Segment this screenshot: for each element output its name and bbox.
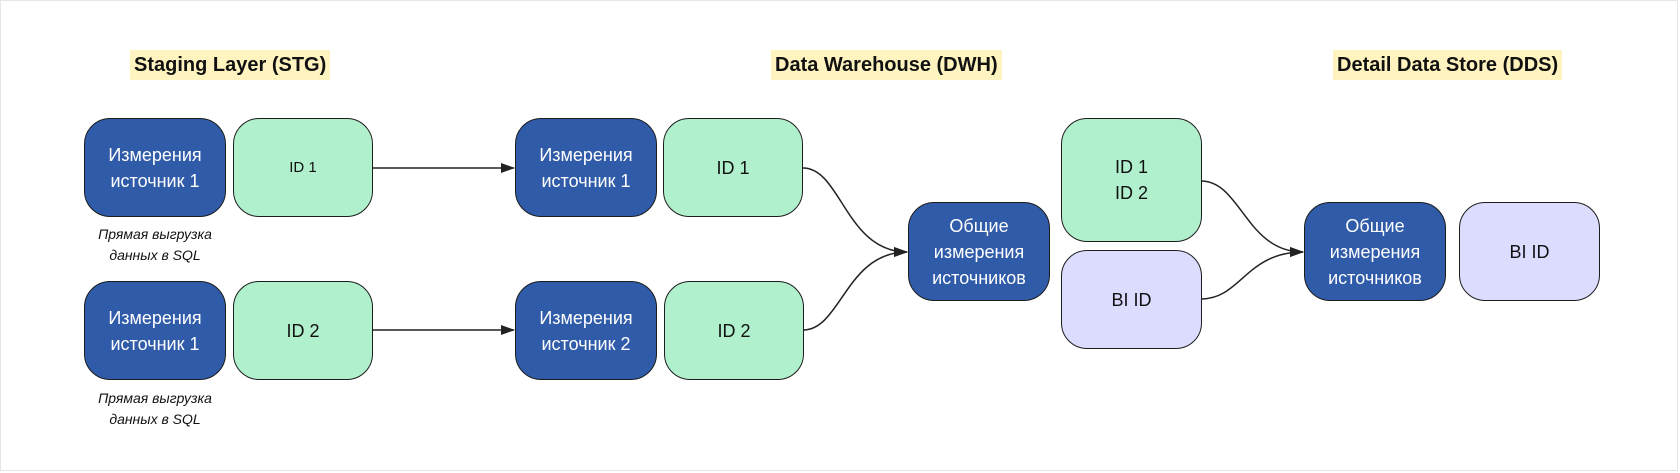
edge-bi-ddscommon xyxy=(1200,247,1304,300)
edge-dwh2-common xyxy=(802,247,908,331)
dds-title: Detail Data Store (DDS) xyxy=(1333,50,1563,80)
dds-common-dim-node[interactable]: Общие измерения источников xyxy=(1304,202,1446,301)
dds-bi-id-node[interactable]: BI ID xyxy=(1459,202,1600,301)
dwh-dim-node-2[interactable]: Измерения источник 2 xyxy=(515,281,657,380)
stg-note-2: Прямая выгрузка данных в SQL xyxy=(98,390,212,427)
edge-ids-ddscommon xyxy=(1200,180,1304,257)
dwh-common-dim-node[interactable]: Общие измерения источников xyxy=(908,202,1050,301)
dwh-dim-node-1[interactable]: Измерения источник 1 xyxy=(515,118,657,217)
dwh-title: Data Warehouse (DWH) xyxy=(771,50,1002,80)
dwh-bi-id-node[interactable]: BI ID xyxy=(1061,250,1202,349)
stg-dim-node-1[interactable]: Измерения источник 1 xyxy=(84,118,226,217)
stg-dim-node-2[interactable]: Измерения источник 1 xyxy=(84,281,226,380)
stg-title: Staging Layer (STG) xyxy=(130,50,331,80)
stg-id-node-1[interactable]: ID 1 xyxy=(233,118,373,217)
stg-note-1: Прямая выгрузка данных в SQL xyxy=(98,226,212,263)
edge-dwh1-common xyxy=(802,167,908,257)
dwh-ids-node[interactable]: ID 1 ID 2 xyxy=(1061,118,1202,242)
stg-id-node-2[interactable]: ID 2 xyxy=(233,281,373,380)
dwh-id-node-1[interactable]: ID 1 xyxy=(663,118,803,217)
dwh-id-node-2[interactable]: ID 2 xyxy=(664,281,804,380)
